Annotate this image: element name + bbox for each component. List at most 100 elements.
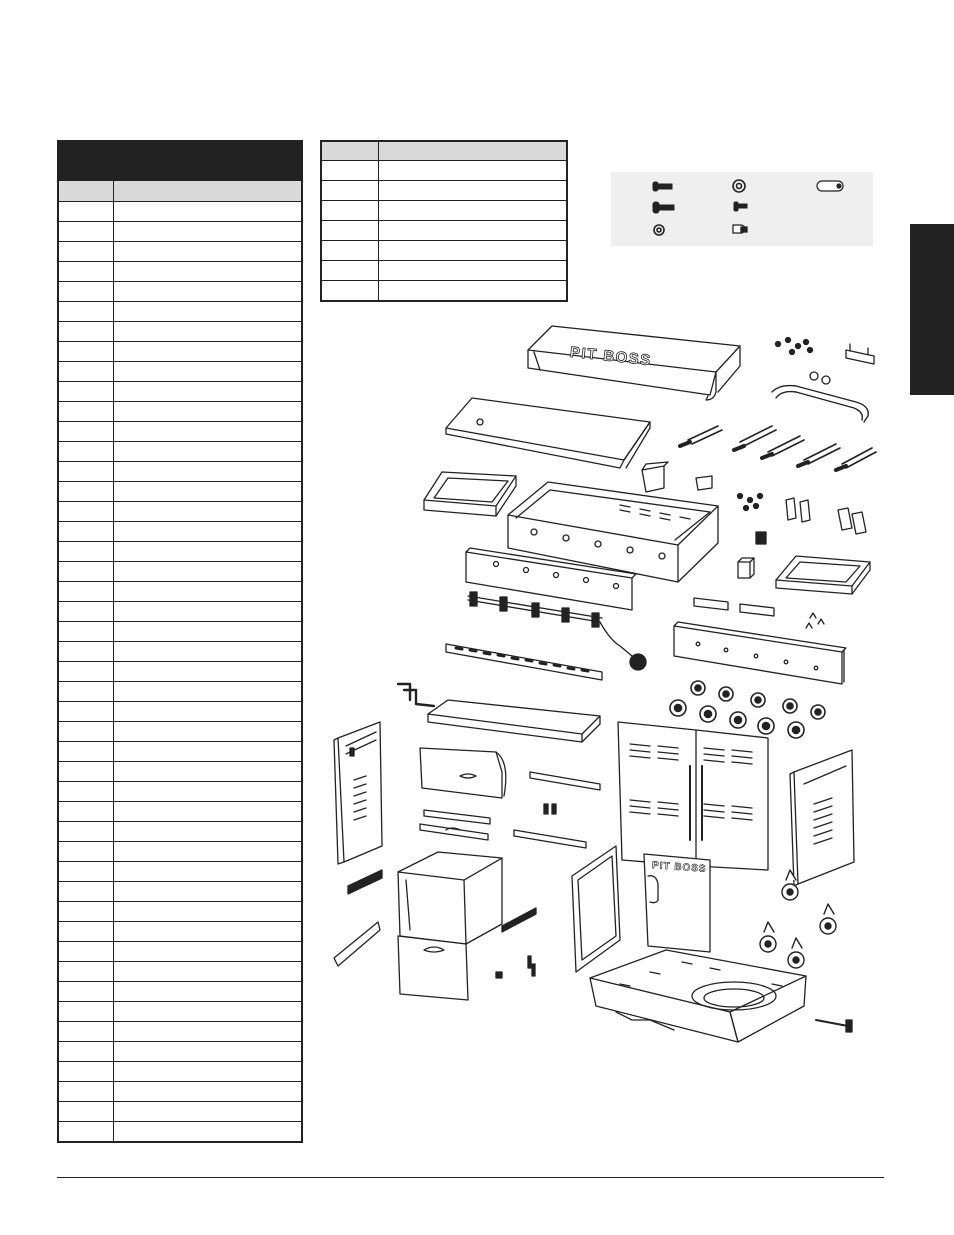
- part-number-cell: [59, 342, 114, 361]
- part-description-cell: [114, 842, 301, 861]
- part-description-cell: [114, 222, 301, 241]
- casters: [759, 869, 837, 969]
- part-number-cell: [59, 802, 114, 821]
- left-cabinet-panel: [333, 721, 383, 865]
- table-row: [59, 262, 301, 282]
- left-side-shelf: [423, 471, 517, 517]
- table-row: [59, 502, 301, 522]
- footer-rule: [57, 1177, 884, 1178]
- burners: [678, 425, 877, 472]
- part-description-cell: [114, 762, 301, 781]
- part-number-cell: [59, 902, 114, 921]
- table-row: [322, 241, 566, 261]
- part-description-cell: [114, 602, 301, 621]
- part-description-cell: [114, 382, 301, 401]
- part-number-cell: [59, 1062, 114, 1081]
- part-number-cell: [59, 542, 114, 561]
- table-row: [59, 802, 301, 822]
- part-description-cell: [114, 802, 301, 821]
- part-number-cell: [59, 942, 114, 961]
- part-description-cell: [379, 261, 566, 280]
- grease-cup: [641, 461, 669, 493]
- part-number-cell: [59, 462, 114, 481]
- part-description-cell: [114, 642, 301, 661]
- part-description-cell: [114, 882, 301, 901]
- control-knobs: [669, 680, 826, 739]
- drawer-front: [397, 935, 469, 1001]
- part-number-cell: [59, 1042, 114, 1061]
- part-description-cell: [114, 582, 301, 601]
- lid: [527, 325, 741, 401]
- part-number-cell: [59, 982, 114, 1001]
- part-number-cell: [59, 382, 114, 401]
- table-row: [59, 1062, 301, 1082]
- right-cabinet-panel: [789, 749, 855, 887]
- part-number-cell: [59, 822, 114, 841]
- bolt-pin-icon: [816, 180, 844, 192]
- part-number-cell: [59, 1082, 114, 1101]
- part-number-cell: [59, 622, 114, 641]
- drawer-box: [397, 851, 503, 945]
- part-number-cell: [59, 922, 114, 941]
- gas-manifold: [467, 591, 647, 671]
- part-description-cell: [114, 402, 301, 421]
- part-number-cell: [59, 682, 114, 701]
- part-description-cell: [114, 1042, 301, 1061]
- part-number-cell: [59, 782, 114, 801]
- part-description-cell: [114, 982, 301, 1001]
- parts-table-title-bar: [59, 142, 301, 180]
- table-row: [59, 202, 301, 222]
- part-description-cell: [114, 482, 301, 501]
- part-number-cell: [322, 281, 379, 300]
- part-description-cell: [114, 562, 301, 581]
- part-description-cell: [114, 522, 301, 541]
- parts-list-table: [57, 140, 303, 1143]
- table-row: [59, 362, 301, 382]
- part-number-cell: [59, 862, 114, 881]
- table-row: [59, 702, 301, 722]
- header-col-number: [322, 142, 379, 160]
- exploded-parts-diagram: PIT BOSS: [333, 325, 877, 1043]
- table-row: [59, 482, 301, 502]
- cart-base: [589, 949, 807, 1043]
- part-description-cell: [114, 782, 301, 801]
- part-description-cell: [114, 1062, 301, 1081]
- part-description-cell: [114, 1102, 301, 1121]
- table-row: [322, 201, 566, 221]
- nut-icon: [653, 224, 665, 236]
- long-screw-icon: [652, 201, 675, 214]
- part-description-cell: [379, 161, 566, 180]
- part-number-cell: [322, 181, 379, 200]
- part-description-cell: [114, 242, 301, 261]
- table-row: [59, 962, 301, 982]
- part-number-cell: [59, 322, 114, 341]
- part-description-cell: [114, 362, 301, 381]
- part-number-cell: [59, 882, 114, 901]
- hinge-bracket: [845, 343, 875, 365]
- control-panel-back: [465, 547, 637, 611]
- left-rail-bracket: [347, 869, 383, 895]
- table-row: [59, 442, 301, 462]
- part-description-cell: [114, 1082, 301, 1101]
- part-description-cell: [114, 682, 301, 701]
- table-row: [59, 562, 301, 582]
- part-number-cell: [59, 642, 114, 661]
- part-number-cell: [59, 1022, 114, 1041]
- part-description-cell: [114, 662, 301, 681]
- part-description-cell: [114, 1022, 301, 1041]
- parts-table-header-row: [59, 180, 301, 202]
- part-number-cell: [59, 422, 114, 441]
- part-number-cell: [59, 1102, 114, 1121]
- part-description-cell: [114, 722, 301, 741]
- part-number-cell: [59, 702, 114, 721]
- hardware-icons: [652, 179, 844, 236]
- header-col-description: [114, 181, 301, 201]
- part-description-cell: [114, 742, 301, 761]
- header-col-description: [379, 142, 566, 160]
- part-number-cell: [322, 161, 379, 180]
- part-description-cell: [114, 282, 301, 301]
- part-number-cell: [59, 282, 114, 301]
- part-number-cell: [59, 762, 114, 781]
- table-row: [59, 942, 301, 962]
- ignition-module: [737, 557, 755, 579]
